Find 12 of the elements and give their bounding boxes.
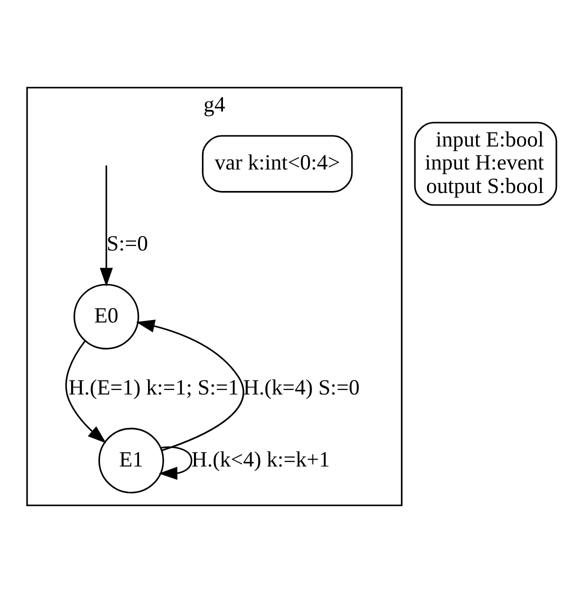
arrow — [136, 319, 244, 451]
node-box: var k:int<0:4> — [202, 134, 353, 192]
arrow — [65, 340, 106, 443]
arrow — [158, 446, 192, 480]
edge-label: H.(k<4) k:=k+1 — [192, 446, 330, 471]
edge-label: H.(E=1) k:=1; S:=1 — [68, 374, 239, 399]
edge-label: H.(k=4) S:=0 — [243, 374, 360, 399]
node-box: input E:bool input H:event output S:bool — [414, 121, 558, 206]
arrow — [100, 165, 113, 286]
node-circle: E0 — [74, 283, 140, 349]
edge-label: S:=0 — [106, 230, 148, 255]
node-circle: E1 — [98, 427, 164, 493]
